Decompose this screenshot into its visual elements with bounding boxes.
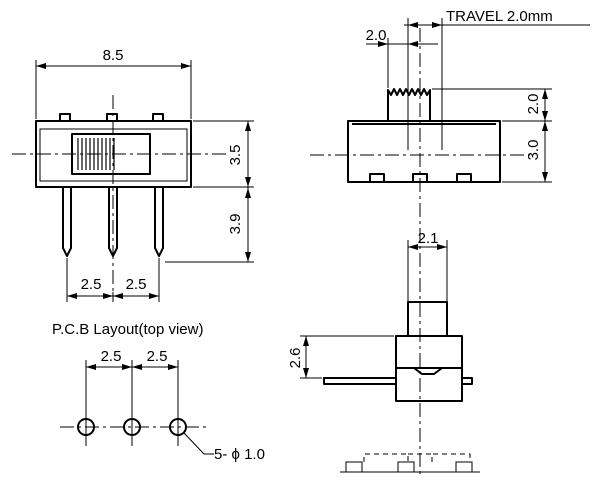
bottom-view-pad-right <box>455 461 473 473</box>
front-view-pin-right <box>154 187 164 257</box>
front-height-arrow-bottom <box>245 177 251 187</box>
bottom-view-center-notch <box>413 367 443 375</box>
front-view-housing-inner <box>39 128 188 182</box>
pcb-pitch-left-label: 2.5 <box>101 348 122 365</box>
pcb-pitch-arrow-3 <box>132 364 142 370</box>
front-height-arrow-top <box>245 121 251 131</box>
front-pitch-arrow-1 <box>67 293 77 299</box>
pcb-hole-spec-label: 5- ϕ 1.0 <box>214 446 265 463</box>
pcb-pitch-arrow-4 <box>168 364 178 370</box>
pcb-hole-leader <box>183 432 214 455</box>
pcb-pitch-right-label: 2.5 <box>147 348 168 365</box>
front-pitch-right-label: 2.5 <box>126 276 147 293</box>
side-travel-arrow-left <box>408 22 418 28</box>
bottom-view-right-lead <box>462 377 473 385</box>
side-view-housing <box>347 120 501 183</box>
bottom-view-actuator <box>407 301 448 337</box>
front-pitch-arrow-3 <box>113 293 123 299</box>
front-view-pin-left <box>62 187 72 257</box>
front-view: 8.5 3.5 3.9 2.5 2.5 <box>12 47 254 302</box>
bottom-actuator-arrow-left <box>408 244 418 250</box>
front-view-slider-actuator <box>71 133 151 175</box>
front-view-top-tab-center <box>106 113 118 121</box>
side-view-foot-right <box>456 173 472 182</box>
bottom-view-pad-center <box>397 461 415 473</box>
pcb-pitch-arrow-2 <box>122 364 132 370</box>
front-pitch-arrow-2 <box>103 293 113 299</box>
bottom-actuator-arrow-right <box>437 244 447 250</box>
front-pin-length-label: 3.9 <box>227 214 244 235</box>
side-view-foot-center <box>412 173 428 182</box>
bottom-view-hidden-outline <box>363 453 471 462</box>
bottom-view: 2.1 2.6 <box>287 230 480 473</box>
bottom-height-arrow-top <box>303 336 309 346</box>
front-height-label: 3.5 <box>227 145 244 166</box>
front-width-arrow-right <box>181 63 191 69</box>
front-width-label: 8.5 <box>103 47 124 64</box>
side-body-height-label: 3.0 <box>525 140 542 161</box>
side-height-arrow-4 <box>542 172 548 182</box>
side-actuator-width-label: 2.0 <box>366 27 387 44</box>
front-view-pin-center <box>108 187 118 257</box>
front-width-arrow-left <box>36 63 46 69</box>
pcb-hole-left <box>77 418 95 436</box>
side-height-arrow-2 <box>542 111 548 121</box>
front-view-top-tab-left <box>59 113 71 121</box>
front-pitch-left-label: 2.5 <box>81 276 102 293</box>
pcb-hole-center <box>123 418 141 436</box>
side-actuator-height-label: 2.0 <box>525 94 542 115</box>
side-height-arrow-1 <box>542 89 548 99</box>
side-view-foot-left <box>369 173 385 182</box>
bottom-height-arrow-bottom <box>303 368 309 378</box>
bottom-view-side-lead <box>323 377 396 385</box>
pcb-pitch-arrow-1 <box>86 364 96 370</box>
pcb-layout: P.C.B Layout(top view) 2.5 2.5 5- ϕ 1.0 <box>52 321 265 463</box>
side-height-arrow-3 <box>542 121 548 131</box>
bottom-view-pad-left <box>345 461 363 473</box>
front-pin-arrow-bottom <box>245 252 251 262</box>
front-pin-arrow-top <box>245 188 251 198</box>
side-view: TRAVEL 2.0mm 2.0 2.0 3.0 <box>310 8 590 475</box>
side-travel-label: TRAVEL 2.0mm <box>446 8 553 25</box>
front-view-top-tab-right <box>152 113 164 121</box>
pcb-hole-right <box>169 418 187 436</box>
pcb-layout-title: P.C.B Layout(top view) <box>52 321 203 338</box>
side-actuator-arrow-left <box>378 41 388 47</box>
front-pitch-arrow-4 <box>149 293 159 299</box>
front-view-housing <box>35 120 192 188</box>
side-actuator-arrow-right <box>408 41 418 47</box>
bottom-height-label: 2.6 <box>287 348 304 369</box>
side-travel-arrow-right <box>432 22 442 28</box>
side-view-actuator <box>387 88 431 121</box>
bottom-actuator-width-label: 2.1 <box>418 230 439 247</box>
front-view-slider-knurl <box>77 138 115 170</box>
